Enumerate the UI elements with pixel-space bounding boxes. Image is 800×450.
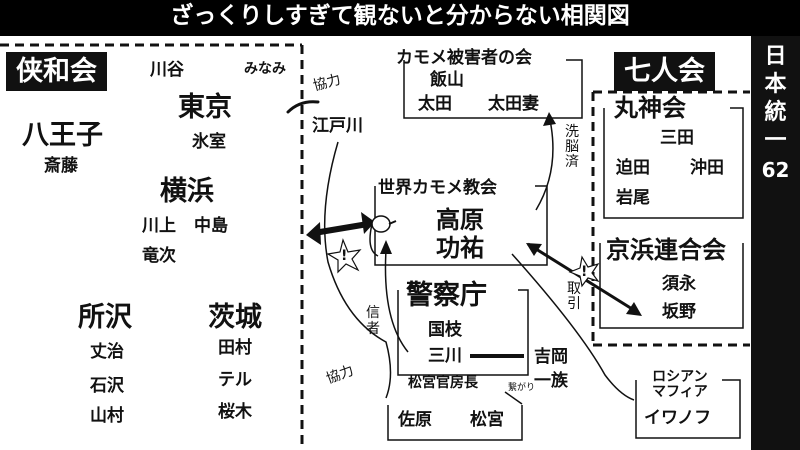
victim-ota: 太田 [418, 94, 452, 114]
region-ibaraki: 茨城 [208, 302, 262, 333]
marujin-box [603, 107, 744, 219]
member-tamura: 田村 [218, 338, 252, 358]
police-member-kunieda: 国枝 [428, 320, 462, 340]
keihin-title: 京浜連合会 [606, 235, 726, 264]
side-badge-char: 日 [764, 44, 787, 69]
bottom-box [387, 405, 523, 441]
marujin-member-mita: 三田 [660, 128, 694, 148]
kamome-mascot-beak [388, 220, 397, 225]
russia-title: ロシアン マフィア [652, 369, 708, 400]
member-nakajima: 中島 [194, 216, 228, 236]
side-badge-number: 62 [761, 158, 790, 182]
annotation-brainwashed: 洗脳済 [565, 124, 579, 170]
member-matsumiya: 松宮 [470, 410, 504, 430]
member-himuro: 氷室 [192, 132, 226, 152]
connection-link [504, 391, 523, 405]
annotation-deal: 取引 [567, 281, 581, 312]
conflict-arrow-head-right [361, 212, 375, 234]
exclamation-burst-right [568, 255, 600, 288]
kyowakai-label: 侠和会 [6, 52, 107, 91]
believer-arrow [384, 249, 409, 353]
title-bar [0, 0, 800, 36]
member-saito: 斎藤 [44, 156, 78, 176]
marujin-title: 丸神会 [614, 93, 686, 122]
kamome-victims-title: カモメ被害者の会 [396, 48, 532, 68]
church-keihin-head-left [526, 243, 542, 256]
marujin-member-iwao: 岩尾 [616, 188, 650, 208]
keihin-member-sakano: 坂野 [662, 302, 696, 322]
church-keihin-head-right [626, 302, 642, 316]
annotation-believer: 信者 [366, 305, 380, 337]
region-yokohama: 横浜 [160, 176, 214, 207]
member-kawakami: 川上 [142, 216, 176, 236]
russia-box [635, 379, 741, 439]
church-member-takahara: 高原 [436, 206, 484, 234]
annotation-connection: 繋がり [508, 383, 536, 393]
police-title: 警察庁 [406, 280, 487, 311]
church-member-kosuke: 功祐 [436, 234, 484, 262]
yoshioka-clan: 吉岡 一族 [534, 347, 568, 391]
side-badge-char: 本 [764, 72, 787, 97]
member-sahara: 佐原 [398, 410, 432, 430]
conflict-arrow-head-left [306, 222, 321, 245]
member-kawatani: 川谷 [150, 60, 184, 80]
marujin-member-sakoda: 迫田 [616, 158, 650, 178]
church-title: 世界カモメ教会 [378, 178, 497, 198]
page-title: ざっくりしすぎて観ないと分からない相関図 [170, 3, 630, 29]
kamome-victims-box [403, 59, 583, 119]
member-sakuragi: 桜木 [218, 402, 252, 422]
region-tokorozawa: 所沢 [78, 302, 132, 333]
brainwash-arrow [535, 119, 554, 211]
member-teru: テル [218, 370, 252, 390]
member-ryuji: 竜次 [142, 246, 176, 266]
police-box [397, 289, 529, 376]
exclamation-left: ! [341, 248, 348, 264]
police-member-mikawa: 三川 [428, 346, 462, 366]
marujin-member-okita: 沖田 [690, 158, 724, 178]
police-member-matsumiya-chief: 松宮官房長 [408, 375, 478, 391]
side-badge-char: 統 [764, 100, 787, 125]
kamome-mascot-body [369, 223, 379, 257]
victim-iiyama: 飯山 [430, 70, 464, 90]
exclamation-right: ! [581, 264, 588, 280]
member-yamamura: 山村 [90, 406, 124, 426]
member-minami: みなみ [244, 61, 286, 77]
edogawa-label: 江戸川 [312, 116, 363, 136]
brainwash-arrow-head [543, 112, 556, 126]
side-badge-char: 一 [764, 128, 787, 153]
deal-curve [511, 253, 635, 401]
shichinin-label: 七人会 [614, 52, 715, 91]
victim-ota-wife: 太田妻 [488, 94, 539, 114]
church-box [374, 185, 548, 266]
member-ishizawa: 石沢 [90, 376, 124, 396]
region-hachioji: 八王子 [22, 120, 103, 151]
keihin-box [599, 243, 744, 329]
member-joji: 丈治 [90, 342, 124, 362]
region-tokyo: 東京 [178, 92, 232, 123]
believer-arrow-head [380, 240, 392, 254]
exclamation-burst-left [326, 238, 362, 274]
kamome-mascot-icon [371, 215, 391, 233]
cooperation-curve [323, 141, 392, 399]
conflict-arrow [313, 221, 369, 236]
side-badge [751, 36, 800, 450]
keihin-member-sunaga: 須永 [662, 274, 696, 294]
edogawa-link-stroke [286, 100, 320, 114]
russia-member-ivanov: イワノフ [644, 408, 712, 428]
